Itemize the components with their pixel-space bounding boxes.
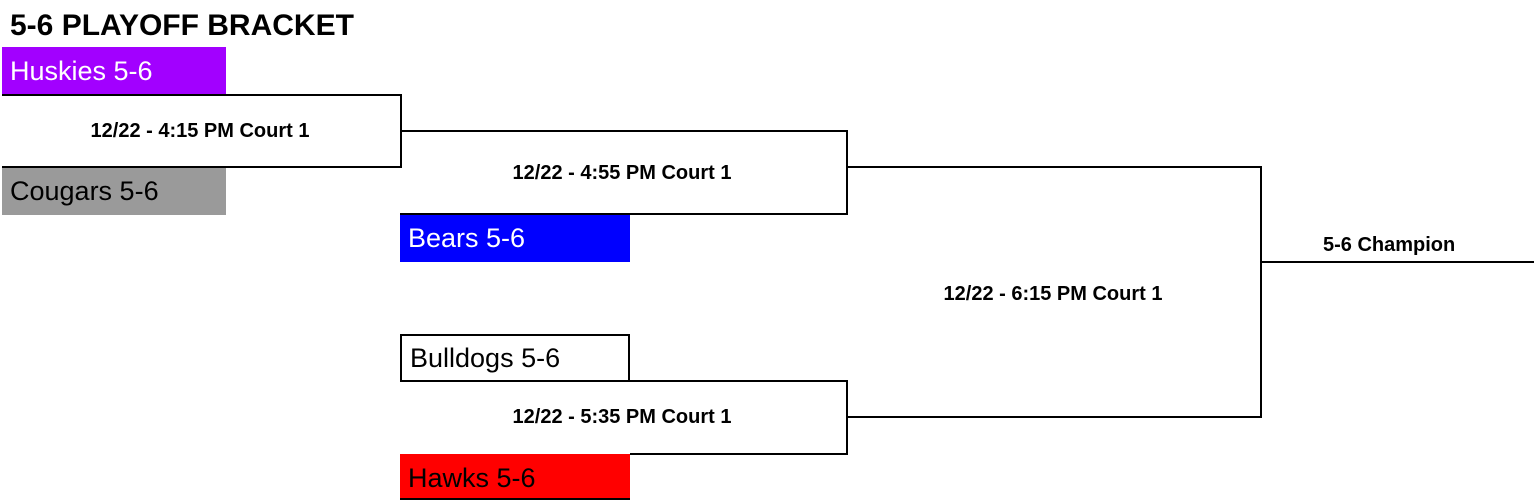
game-2-label: 12/22 - 4:55 PM Court 1 [512,162,732,184]
bracket-line [848,166,1262,168]
bracket-line [846,380,848,455]
team-cougars: Cougars 5-6 [2,167,226,215]
page-title: 5-6 PLAYOFF BRACKET [10,9,354,42]
bracket-line [2,94,402,96]
bracket-line [1260,166,1262,418]
team-bears: Bears 5-6 [400,214,630,262]
champion-label: 5-6 Champion [1323,234,1456,256]
final-game-label: 12/22 - 6:15 PM Court 1 [943,283,1163,305]
team-bulldogs: Bulldogs 5-6 [400,334,630,382]
bracket-line [400,213,848,215]
champion-line [1260,261,1534,263]
team-huskies: Huskies 5-6 [2,47,226,95]
bracket-line [2,166,402,168]
bracket-line [630,453,848,455]
bracket-line [848,416,1262,418]
bracket-line [630,380,848,382]
game-1-label: 12/22 - 4:15 PM Court 1 [90,120,310,142]
team-hawks: Hawks 5-6 [400,454,630,500]
game-3-label: 12/22 - 5:35 PM Court 1 [512,406,732,428]
bracket-line [846,130,848,215]
bracket-line [400,130,848,132]
